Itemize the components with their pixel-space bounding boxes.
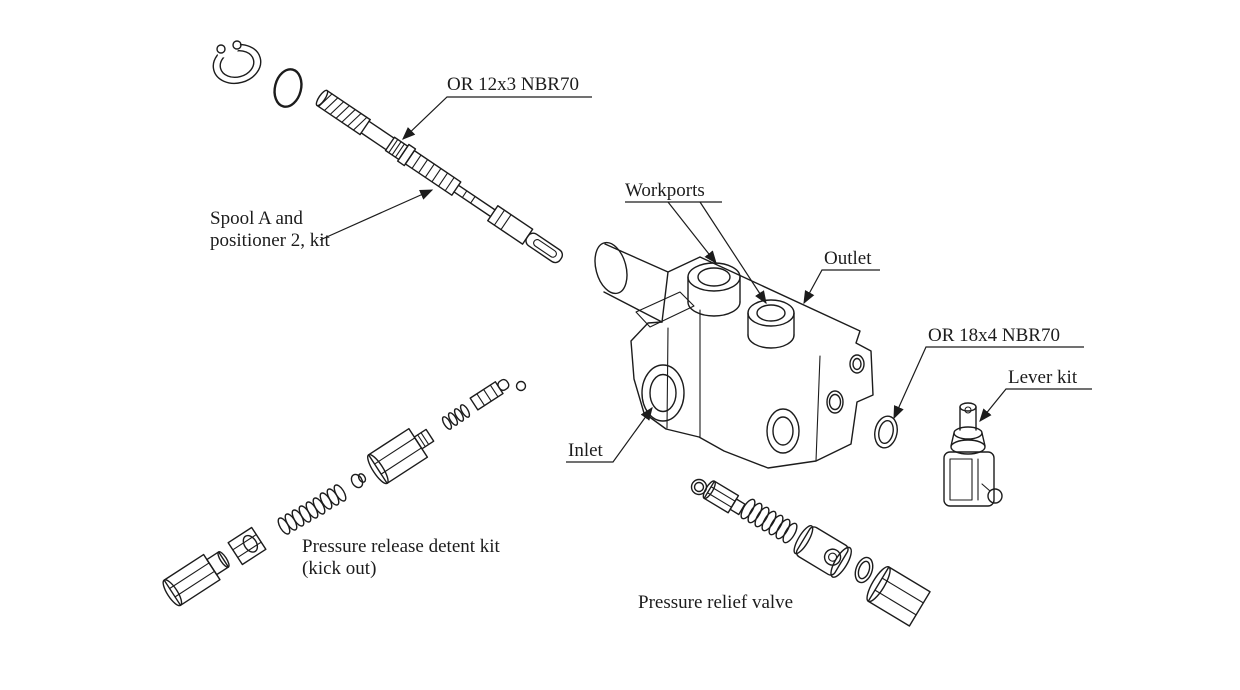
or-18x4-leader-line	[893, 346, 1084, 420]
o-ring-spool-seal	[273, 68, 303, 108]
label-or-18x4: OR 18x4 NBR70	[928, 325, 1060, 346]
workports-arrow-2	[699, 201, 767, 305]
workports-arrow-1	[667, 201, 717, 265]
lever-kit	[943, 402, 1003, 507]
label-outlet: Outlet	[824, 248, 872, 269]
label-lever-kit: Lever kit	[1008, 367, 1078, 388]
detent-seat	[350, 473, 367, 489]
relief-hex-cap	[866, 566, 931, 627]
label-or-12x3: OR 12x3 NBR70	[447, 74, 579, 95]
side-port	[826, 390, 844, 414]
label-relief-valve: Pressure relief valve	[638, 592, 793, 613]
relief-poppet	[793, 524, 852, 578]
label-detent-kit-line1: Pressure release detent kit	[302, 536, 501, 557]
valve-body	[594, 241, 874, 469]
retaining-ring	[212, 34, 262, 85]
label-spool-kit-line2: positioner 2, kit	[210, 230, 331, 251]
label-detent-kit-line2: (kick out)	[302, 558, 376, 579]
inlet-leader-line	[566, 406, 653, 463]
front-bore	[766, 408, 800, 454]
workport-boss-2	[747, 299, 795, 349]
detent-nut	[227, 526, 267, 566]
detent-hex-fitting	[367, 427, 435, 485]
relief-fitting	[702, 480, 746, 516]
label-workports: Workports	[625, 180, 705, 201]
spool-kit-leader-line	[319, 189, 434, 241]
detent-ball	[515, 380, 527, 392]
mount-hole	[849, 354, 865, 374]
detent-spring	[277, 484, 347, 535]
outlet-leader-line	[803, 269, 880, 305]
or-12x3-leader-line	[402, 96, 592, 140]
inlet-bore	[641, 364, 685, 422]
lever-kit-leader-line	[979, 388, 1092, 423]
spool-assembly	[315, 89, 564, 264]
o-ring-18x4	[874, 415, 898, 449]
label-inlet: Inlet	[568, 440, 604, 461]
workport-boss-1	[687, 262, 741, 317]
relief-spring	[740, 498, 798, 544]
detent-spool	[441, 378, 510, 430]
relief-o-ring	[854, 556, 874, 584]
label-spool-kit-line1: Spool A and	[210, 208, 303, 229]
detent-kit	[162, 378, 527, 607]
detent-hex-plug	[162, 551, 230, 607]
relief-valve-kit	[690, 478, 931, 627]
